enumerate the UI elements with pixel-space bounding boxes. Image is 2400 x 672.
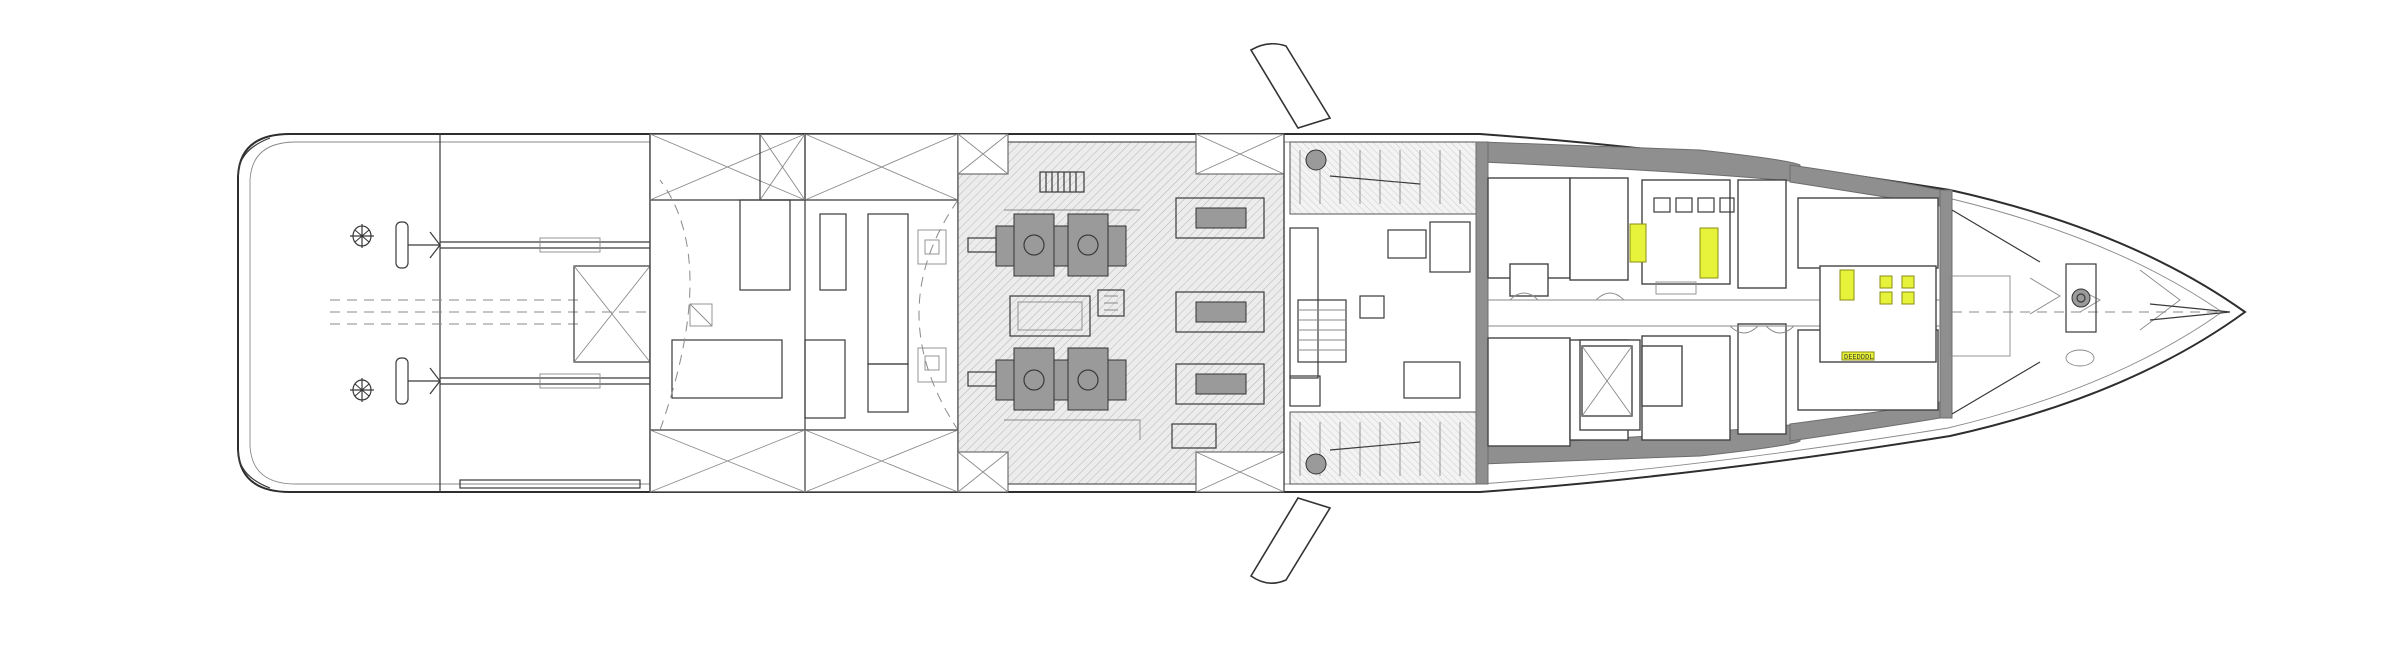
stabilizer-fin-top	[1249, 42, 1332, 129]
store-label: DEEDDDL	[1844, 353, 1874, 361]
stairs-icon	[1297, 299, 1347, 363]
utility-rooms	[649, 133, 959, 493]
gym-rack	[1699, 227, 1719, 279]
rudder-icon	[395, 357, 442, 405]
swim-platform-edge	[237, 137, 271, 489]
rudder-icon	[395, 221, 442, 269]
generator-icon	[1175, 197, 1265, 239]
stairs-icon	[1039, 171, 1085, 193]
bow-deck	[1951, 209, 2231, 415]
crew-quarters	[1475, 141, 1953, 485]
stabilizer-fin-bottom	[1249, 497, 1332, 584]
generator-icon	[1175, 291, 1265, 333]
propeller-icon	[350, 378, 374, 402]
propeller-icon	[350, 224, 374, 248]
engine-icon	[967, 347, 1127, 411]
forward-store: DEEDDDL	[1819, 265, 2220, 363]
engine-icon	[967, 213, 1127, 277]
lazarette-zone	[330, 134, 651, 492]
engine-room	[957, 133, 1285, 493]
generator-icon	[1175, 363, 1265, 405]
gym-bench	[1629, 223, 1647, 263]
anchor-windlass-icon	[2065, 263, 2097, 333]
anchor-windlass-icon	[1305, 149, 1327, 475]
